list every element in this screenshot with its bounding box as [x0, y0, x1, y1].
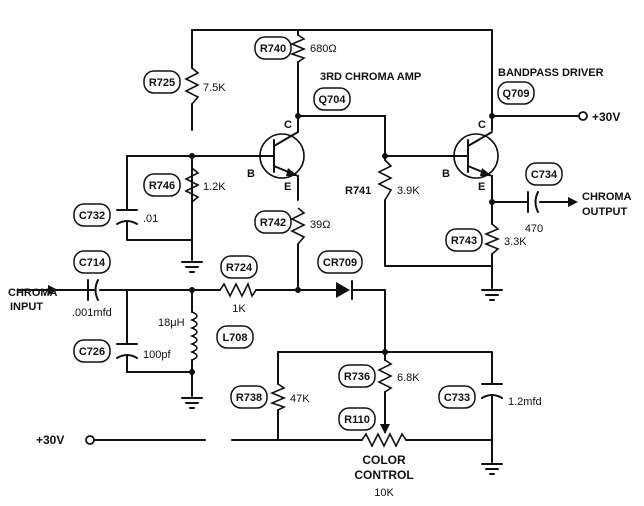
ground-icon — [481, 289, 503, 301]
resistor-r740 — [289, 34, 307, 63]
value-c733: 1.2mfd — [508, 396, 542, 408]
resistor-r741 — [377, 159, 393, 201]
ref-c714: C714 — [79, 257, 106, 269]
ref-r738: R738 — [236, 392, 262, 404]
ref-r725: R725 — [149, 77, 175, 89]
ref-c732: C732 — [79, 210, 105, 222]
value-r741: 3.9K — [397, 185, 420, 197]
ref-r741: R741 — [345, 185, 371, 197]
ref-c726: C726 — [79, 346, 105, 358]
value-c734: 470 — [525, 223, 543, 235]
ref-r746: R746 — [149, 180, 175, 192]
label-color-control-1: COLOR — [362, 453, 406, 467]
pin-e-q709: E — [478, 181, 485, 193]
capacitor-c733 — [481, 383, 503, 399]
value-r742: 39Ω — [310, 219, 330, 231]
ref-r736: R736 — [344, 371, 370, 383]
label-chroma-input-1: CHROMA — [8, 287, 58, 299]
ref-cr709: CR709 — [323, 257, 357, 269]
value-c726: 100pf — [143, 349, 171, 361]
capacitor-c734 — [527, 191, 539, 213]
ref-r742: R742 — [260, 217, 286, 229]
pin-c-q709: C — [478, 119, 486, 131]
label-supply-left: +30V — [36, 433, 64, 447]
resistor-r743 — [483, 223, 501, 255]
potentiometer-r110 — [361, 432, 407, 448]
value-l708: 18μH — [158, 317, 185, 329]
ref-q704: Q704 — [319, 94, 347, 106]
ref-r110: R110 — [344, 414, 370, 426]
arrow-right-icon — [568, 197, 578, 207]
value-r746: 1.2K — [203, 181, 226, 193]
ground-icon — [181, 397, 203, 409]
value-r725: 7.5K — [203, 82, 226, 94]
potentiometer-wiper-arrow — [380, 424, 390, 434]
ref-q709: Q709 — [503, 88, 530, 100]
ground-icon — [181, 261, 203, 273]
inductor-l708 — [189, 311, 198, 361]
label-color-control-2: CONTROL — [354, 468, 413, 482]
ref-r743: R743 — [451, 235, 477, 247]
capacitor-c726 — [116, 343, 138, 359]
label-3rd-chroma-amp: 3RD CHROMA AMP — [320, 71, 421, 83]
value-r738: 47K — [290, 393, 310, 405]
resistor-r742 — [290, 207, 306, 245]
value-r724: 1K — [232, 303, 246, 315]
ref-l708: L708 — [222, 332, 247, 344]
ground-icon — [481, 463, 503, 475]
label-chroma-output-1: CHROMA — [582, 191, 632, 203]
resistor-r725 — [184, 67, 200, 105]
circuit-labels: 3RD CHROMA AMP BANDPASS DRIVER +30V +30V… — [8, 67, 632, 482]
ref-pills: R740 R725 R746 R742 C732 C714 C726 R724 … — [73, 36, 563, 431]
capacitor-c732 — [116, 209, 138, 225]
resistor-r738 — [269, 383, 287, 411]
pin-b-q709: B — [442, 168, 450, 180]
label-chroma-output-2: OUTPUT — [582, 206, 628, 218]
transistor-q704 — [259, 131, 305, 179]
value-c714: .001mfd — [72, 307, 112, 319]
junction-dots — [189, 113, 495, 375]
resistor-r724 — [219, 281, 257, 298]
diode-cr709 — [336, 280, 361, 300]
capacitors — [57, 191, 539, 399]
pin-c-q704: C — [284, 119, 292, 131]
value-c732: .01 — [143, 213, 158, 225]
transistor-q709 — [453, 131, 499, 179]
pin-b-q704: B — [247, 168, 255, 180]
ref-r740: R740 — [260, 43, 286, 55]
pin-e-q704: E — [284, 181, 291, 193]
value-r110: 10K — [374, 487, 394, 499]
label-chroma-input-2: INPUT — [10, 301, 43, 313]
label-bandpass-driver: BANDPASS DRIVER — [498, 67, 604, 79]
resistor-r736 — [377, 359, 393, 393]
ref-r724: R724 — [226, 262, 253, 274]
resistors — [184, 34, 501, 448]
value-r740: 680Ω — [310, 43, 337, 55]
label-supply-right: +30V — [592, 110, 620, 124]
capacitor-c714 — [57, 279, 99, 301]
ref-c734: C734 — [531, 169, 558, 181]
ref-c733: C733 — [444, 392, 470, 404]
arrow-right-icon — [48, 285, 58, 295]
value-r743: 3.3K — [504, 236, 527, 248]
component-values: 680Ω 7.5K 1.2K .01 39Ω 1K .001mfd 18μH 1… — [72, 43, 543, 499]
value-r736: 6.8K — [397, 372, 420, 384]
terminals — [48, 111, 588, 445]
ground-symbols — [181, 261, 503, 475]
resistor-r746 — [184, 167, 200, 203]
